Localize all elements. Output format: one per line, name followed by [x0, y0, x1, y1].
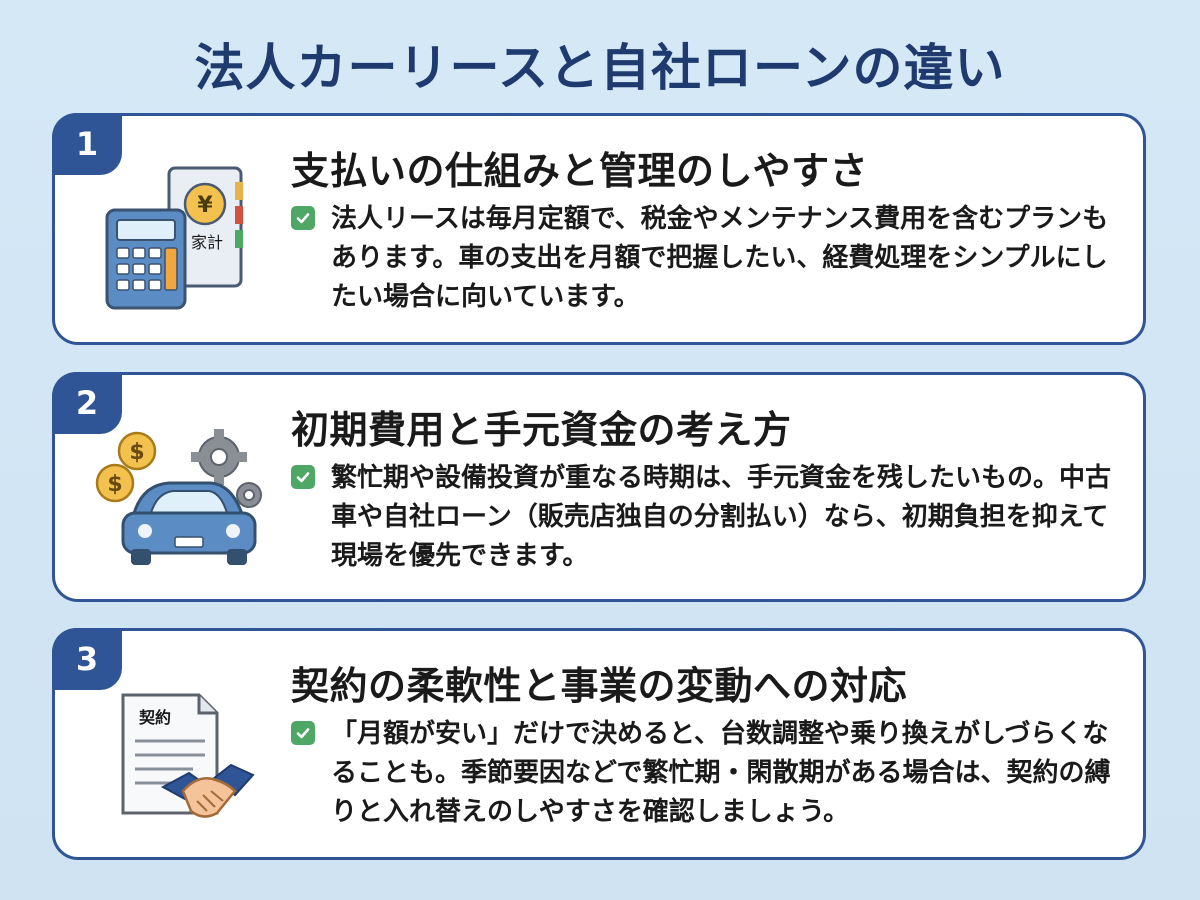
- dollar-coin-icon: $ $: [95, 431, 157, 503]
- card-body: 「月額が安い」だけで決めると、台数調整や乗り換えがしづらくなることも。季節要因な…: [331, 719, 1111, 827]
- card-title: 初期費用と手元資金の考え方: [291, 408, 792, 452]
- card-number-badge: 3: [52, 628, 122, 690]
- card-initial-cost: 2 $ $ 初期費用と手元資金の考え方: [52, 372, 1146, 602]
- illustration-car-coins: $ $: [95, 429, 262, 565]
- card-contract-flexibility: 3 契約 契約の柔軟性と事業の変動への対応 「月額が安い」だけで決めると、台数調…: [52, 628, 1146, 860]
- illustration-calculator-ledger: 家計 ¥: [105, 166, 243, 310]
- page-title: 法人カーリースと自社ローンの違い: [194, 39, 1006, 97]
- yen-symbol: ¥: [197, 193, 213, 218]
- checkmark-icon: [291, 206, 315, 230]
- illustration-contract-handshake: 契約: [121, 693, 255, 818]
- car-icon: [121, 481, 257, 565]
- card-body: 法人リースは毎月定額で、税金やメンテナンス費用を含むプランもあります。車の支出を…: [331, 204, 1109, 312]
- calculator-icon: [105, 208, 187, 310]
- document-label: 契約: [138, 708, 171, 727]
- card-title: 支払いの仕組みと管理のしやすさ: [291, 149, 869, 193]
- card-payment: 1 家計 ¥ 支払いの仕組みと管理のしやすさ 法人リースは: [52, 113, 1146, 345]
- card-title: 契約の柔軟性と事業の変動への対応: [291, 664, 908, 708]
- card-number-badge: 1: [52, 113, 122, 175]
- dollar-symbol-2: $: [107, 472, 122, 497]
- card-number-badge: 2: [52, 372, 122, 434]
- handshake-icon: [160, 763, 255, 818]
- card-body: 繁忙期や設備投資が重なる時期は、手元資金を残したいもの。中古車や自社ローン（販売…: [331, 463, 1112, 571]
- ledger-label: 家計: [191, 233, 223, 252]
- dollar-symbol-1: $: [129, 440, 144, 465]
- gear-icon: [191, 429, 262, 508]
- checkmark-icon: [291, 721, 315, 745]
- checkmark-icon: [291, 465, 315, 489]
- yen-coin-icon: ¥: [183, 182, 227, 226]
